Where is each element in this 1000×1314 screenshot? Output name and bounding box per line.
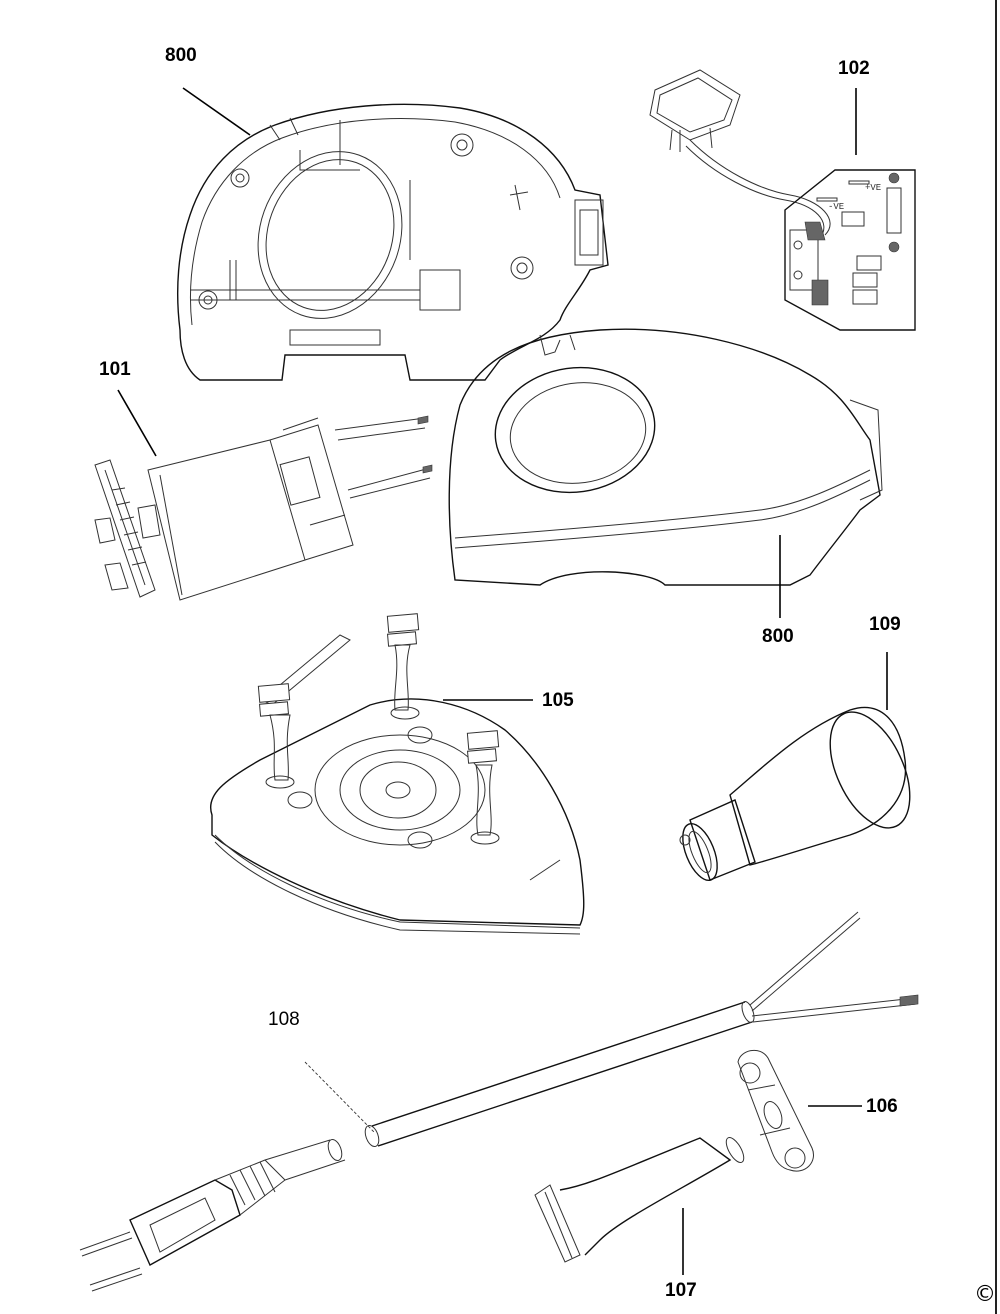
page-border	[995, 0, 997, 1314]
leader-108	[304, 1061, 376, 1134]
callout-101: 101	[99, 359, 131, 380]
callout-800-top: 800	[165, 45, 197, 66]
pcb-label-positive: +VE	[865, 183, 881, 193]
pcb-label-negative: -VE	[828, 202, 844, 212]
callout-108: 108	[268, 1009, 300, 1030]
copyright-symbol: ©	[974, 1282, 996, 1307]
cord-protector-drawing	[534, 1137, 745, 1263]
callout-106: 106	[866, 1096, 898, 1117]
switch-pcb-drawing: +VE -VE	[649, 69, 916, 331]
callout-102: 102	[838, 58, 870, 79]
callout-105: 105	[542, 690, 574, 711]
motor-drawing	[94, 415, 433, 601]
leader-800-top	[182, 87, 251, 136]
callout-107: 107	[665, 1280, 697, 1301]
power-cord-drawing	[79, 911, 919, 1292]
housing-half-inner-drawing	[177, 103, 609, 381]
callout-800-right: 800	[762, 626, 794, 647]
callout-109: 109	[869, 614, 901, 635]
housing-half-outer-drawing	[448, 328, 883, 586]
platen-drawing	[209, 613, 585, 935]
leader-101	[117, 389, 157, 457]
cord-clamp-drawing	[737, 1049, 814, 1172]
nose-cone-drawing	[679, 706, 911, 882]
